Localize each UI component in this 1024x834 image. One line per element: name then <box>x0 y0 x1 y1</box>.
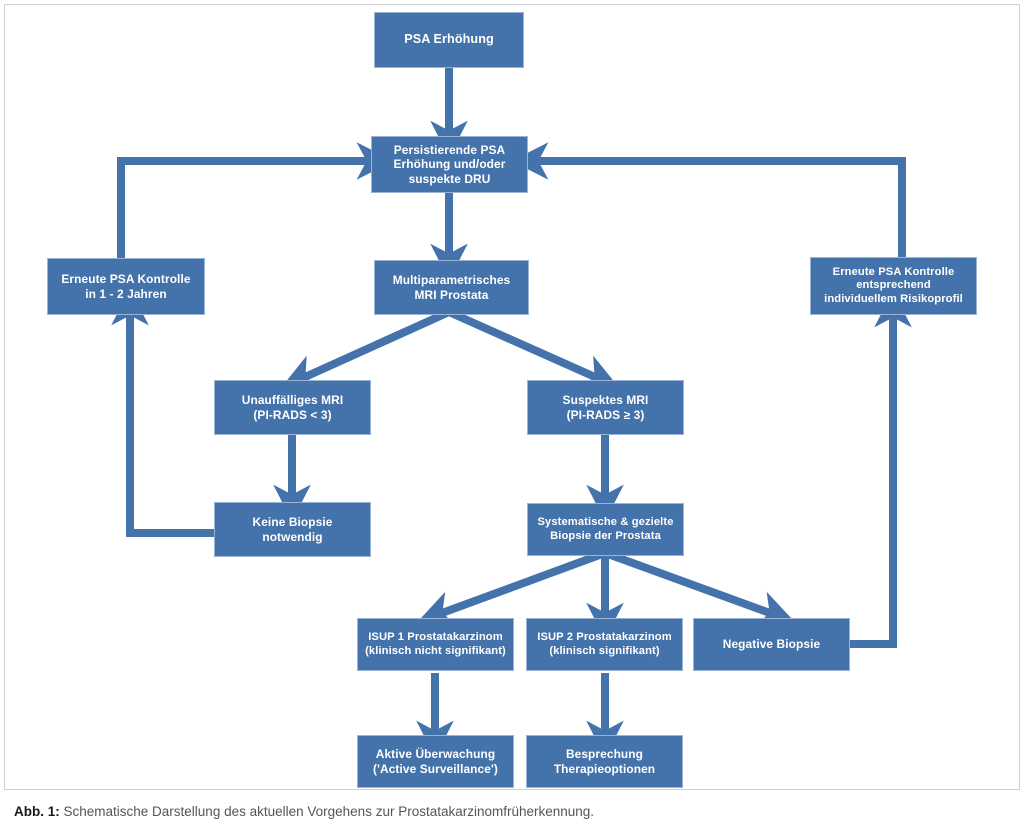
node-keine-biopsie[interactable]: Keine Biopsie notwendig <box>214 502 371 557</box>
node-label: Aktive Überwachung ('Active Surveillance… <box>373 746 498 776</box>
node-systematische-gezielte-biopsie[interactable]: Systematische & gezielte Biopsie der Pro… <box>527 503 684 556</box>
node-label: Erneute PSA Kontrolle entsprechend indiv… <box>824 265 963 305</box>
node-label: ISUP 2 Prostatakarzinom (klinisch signif… <box>537 630 672 657</box>
node-label: Systematische & gezielte Biopsie der Pro… <box>537 515 674 542</box>
node-isup-2-prostatakarzinom[interactable]: ISUP 2 Prostatakarzinom (klinisch signif… <box>526 618 683 671</box>
node-label: Besprechung Therapieoptionen <box>553 746 656 776</box>
node-label: Keine Biopsie notwendig <box>252 514 333 544</box>
node-label: Persistierende PSA Erhöhung und/oder sus… <box>393 142 506 186</box>
edge-mri-to-suspekt <box>447 308 620 390</box>
edge-biopsie-to-isup1 <box>417 549 607 628</box>
node-multiparametrisches-mri[interactable]: Multiparametrisches MRI Prostata <box>374 260 529 315</box>
node-suspektes-mri[interactable]: Suspektes MRI (PI-RADS ≥ 3) <box>527 380 684 435</box>
figure-caption: Abb. 1: Schematische Darstellung des akt… <box>14 804 1004 819</box>
flowchart-connectors <box>111 68 912 758</box>
figure-frame: PSA Erhöhung Persistierende PSA Erhöhung… <box>4 4 1020 790</box>
node-label: Erneute PSA Kontrolle in 1 - 2 Jahren <box>61 271 191 301</box>
node-erneute-psa-kontrolle-links[interactable]: Erneute PSA Kontrolle in 1 - 2 Jahren <box>47 258 205 315</box>
edge-erneute-links-to-persistierend <box>117 142 394 258</box>
caption-text: Schematische Darstellung des aktuellen V… <box>59 804 595 819</box>
edge-keinebiopsie-to-erneute-links <box>111 288 214 537</box>
node-isup-1-prostatakarzinom[interactable]: ISUP 1 Prostatakarzinom (klinisch nicht … <box>357 618 514 671</box>
caption-label: Abb. 1: <box>14 804 60 819</box>
edge-erneute-rechts-to-persistierend <box>511 142 906 258</box>
node-label: Negative Biopsie <box>722 637 821 652</box>
node-psa-erhoehung[interactable]: PSA Erhöhung <box>374 12 524 68</box>
node-label: PSA Erhöhung <box>404 32 494 47</box>
node-label: Suspektes MRI (PI-RADS ≥ 3) <box>562 392 649 422</box>
node-label: Unauffälliges MRI (PI-RADS < 3) <box>241 392 344 422</box>
node-unauffaelliges-mri[interactable]: Unauffälliges MRI (PI-RADS < 3) <box>214 380 371 435</box>
node-aktive-ueberwachung[interactable]: Aktive Überwachung ('Active Surveillance… <box>357 735 514 788</box>
node-besprechung-therapieoptionen[interactable]: Besprechung Therapieoptionen <box>526 735 683 788</box>
edge-mri-to-unauffaellig <box>280 308 451 390</box>
edge-biopsie-to-negative <box>603 549 795 628</box>
node-erneute-psa-kontrolle-rechts[interactable]: Erneute PSA Kontrolle entsprechend indiv… <box>810 257 977 315</box>
node-persistierende-psa[interactable]: Persistierende PSA Erhöhung und/oder sus… <box>371 136 528 193</box>
node-label: ISUP 1 Prostatakarzinom (klinisch nicht … <box>365 630 506 657</box>
node-label: Multiparametrisches MRI Prostata <box>392 272 511 302</box>
node-negative-biopsie[interactable]: Negative Biopsie <box>693 618 850 671</box>
edge-negative-to-erneute-rechts <box>850 290 912 648</box>
